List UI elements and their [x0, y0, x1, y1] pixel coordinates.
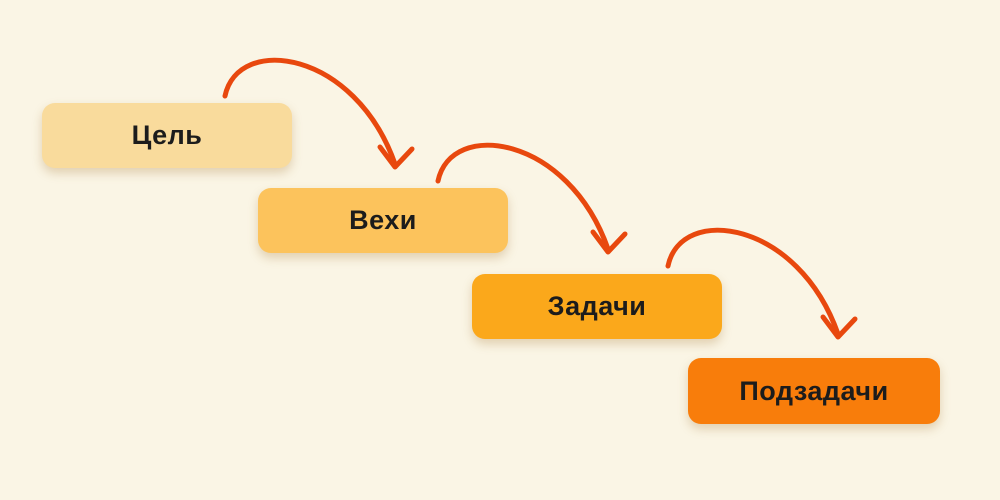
node-subtasks-label: Подзадачи [739, 375, 889, 406]
node-subtasks: Подзадачи [688, 358, 940, 424]
node-tasks: Задачи [472, 274, 722, 339]
node-goal-label: Цель [131, 120, 203, 150]
node-tasks-label: Задачи [547, 291, 647, 321]
node-milestones: Вехи [258, 188, 508, 253]
node-milestones-label: Вехи [349, 205, 417, 235]
node-goal: Цель [42, 103, 292, 168]
